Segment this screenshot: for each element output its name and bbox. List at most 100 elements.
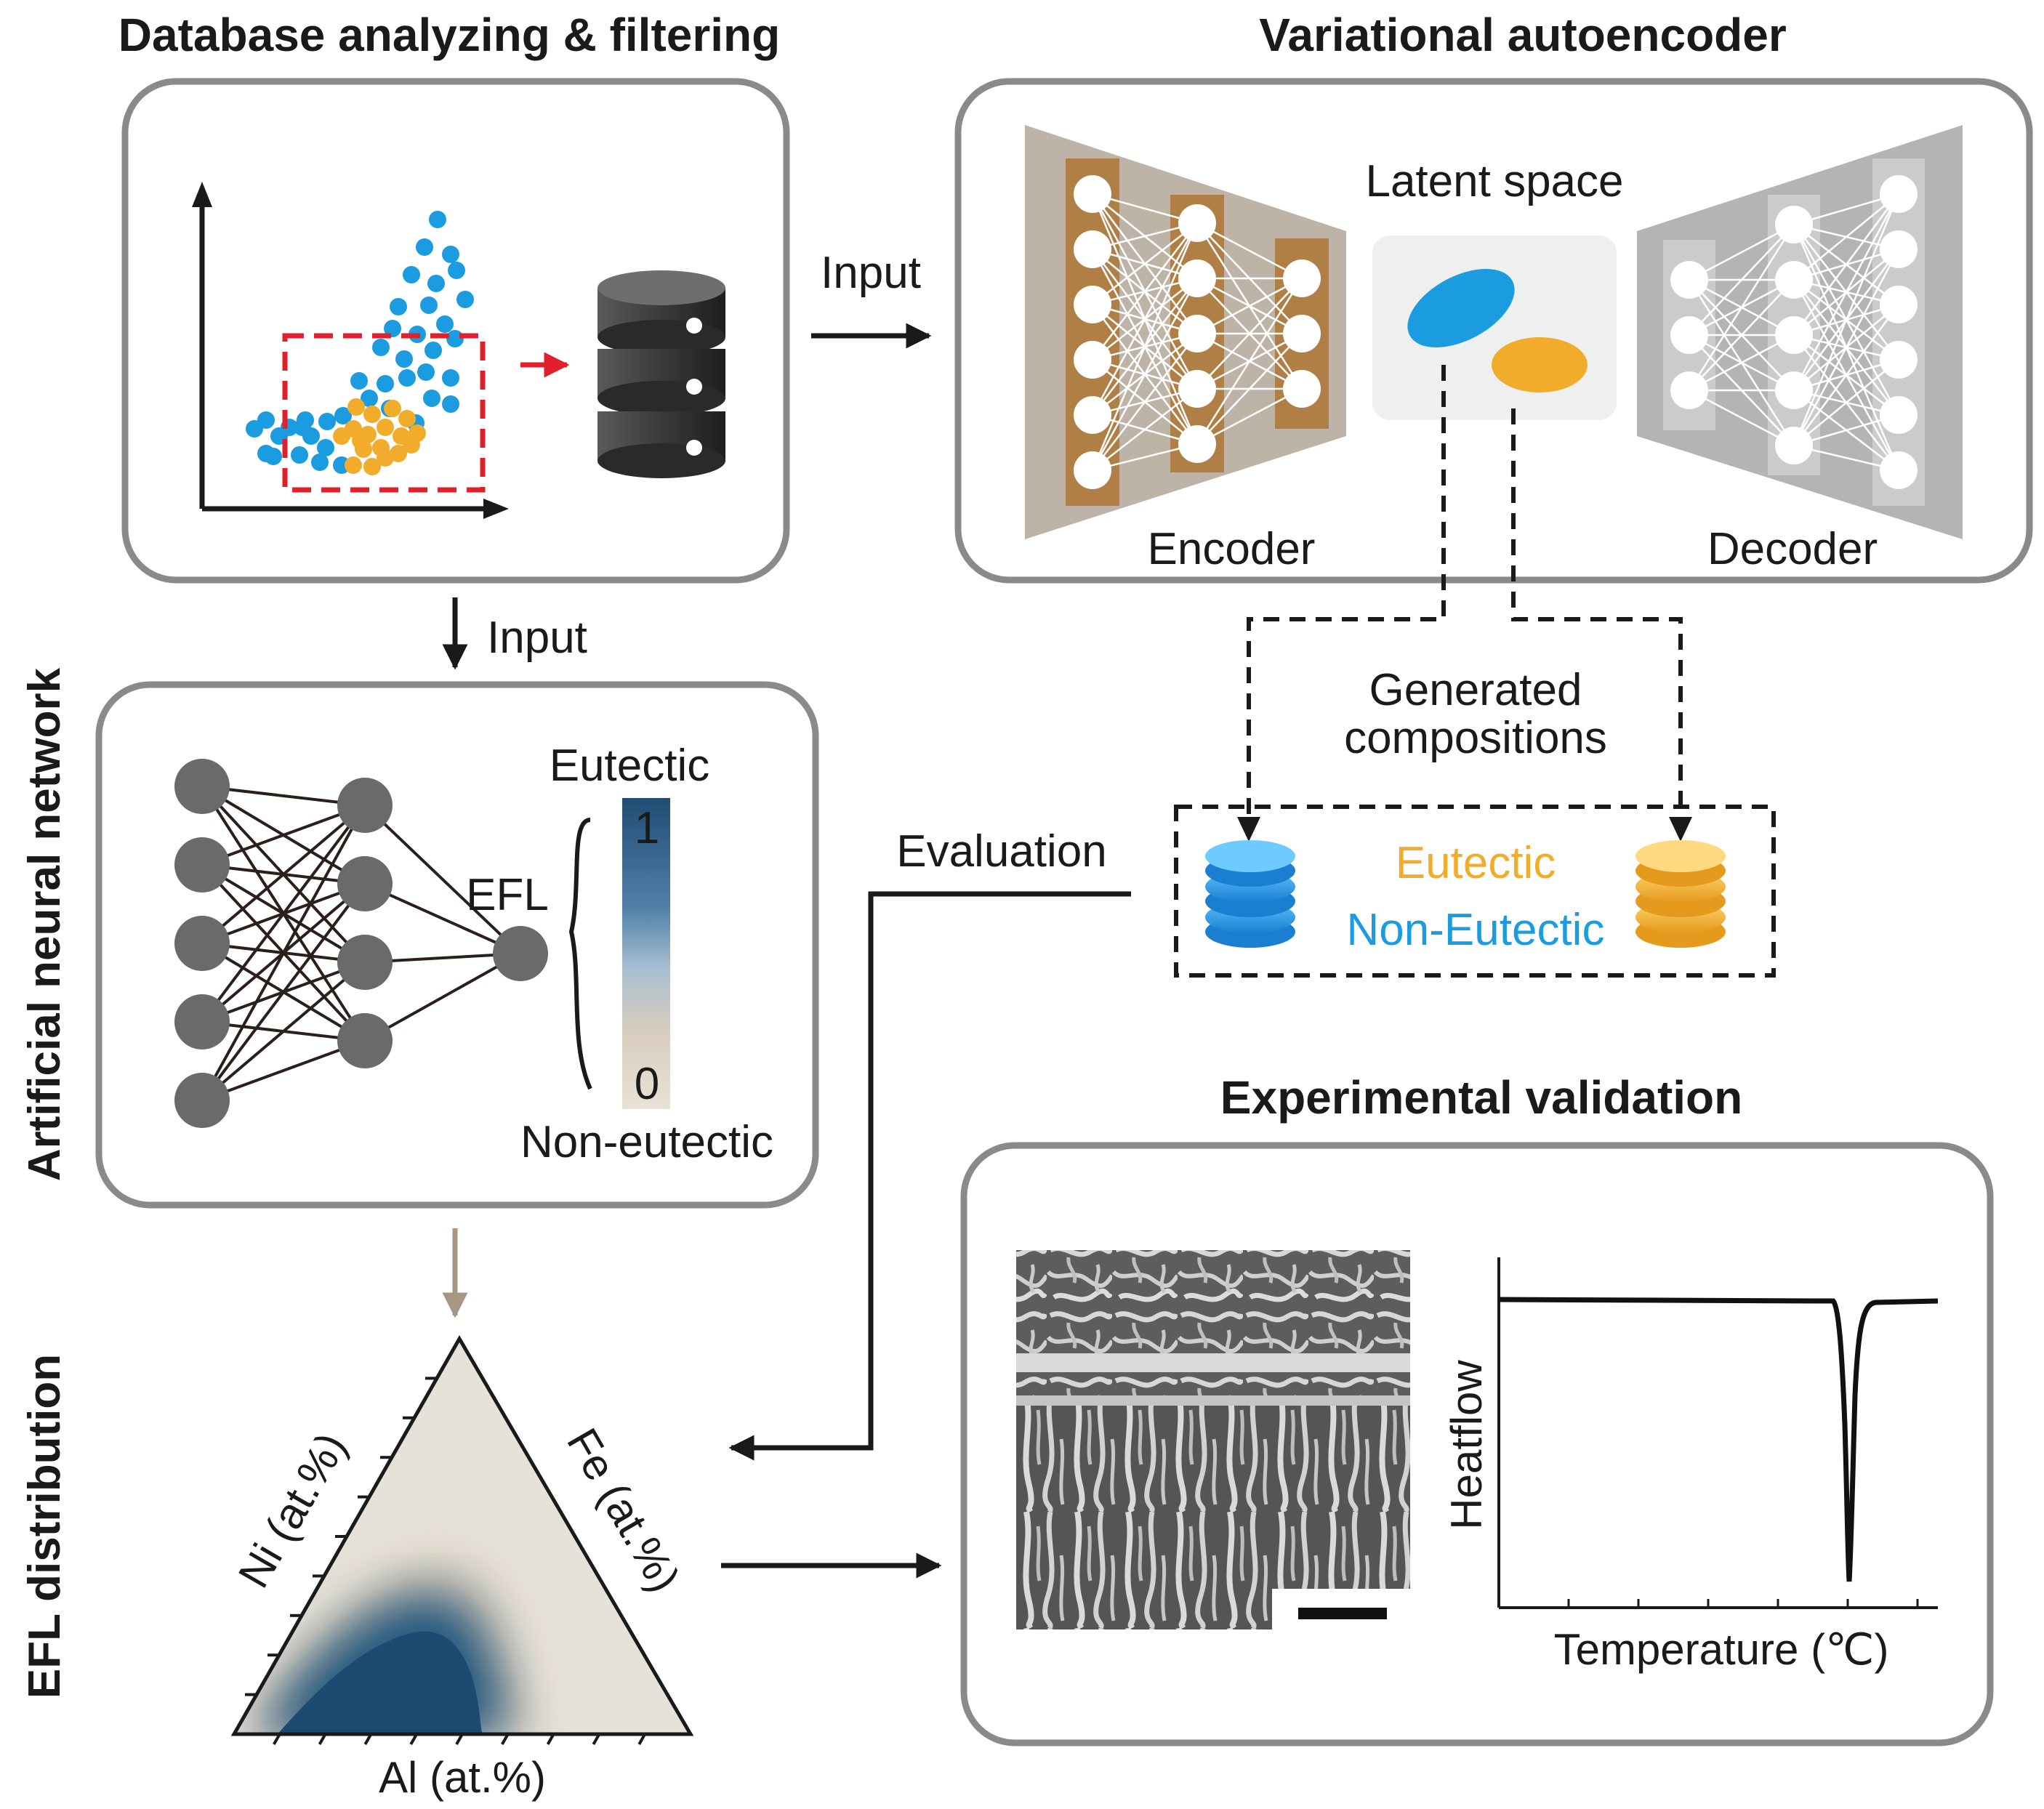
neuron bbox=[337, 935, 393, 990]
non-eutectic-point bbox=[442, 395, 459, 413]
non-eutectic-point bbox=[436, 315, 454, 333]
non-eutectic-point bbox=[294, 419, 311, 436]
non-eutectic-point bbox=[317, 439, 334, 456]
connection bbox=[201, 882, 366, 1102]
neuron bbox=[174, 759, 230, 814]
eutectic-point bbox=[347, 398, 365, 416]
connection bbox=[1792, 193, 1900, 446]
non-eutectic-point bbox=[416, 238, 433, 256]
non-eutectic-cluster bbox=[1407, 268, 1515, 348]
neuron bbox=[1283, 259, 1321, 297]
ternary-ticks bbox=[245, 1377, 675, 1745]
neuron bbox=[1880, 396, 1918, 434]
neuron bbox=[1074, 230, 1111, 268]
eutectic-point bbox=[363, 406, 381, 423]
decoder-network bbox=[1670, 175, 1918, 489]
input-label-ann: Input bbox=[487, 613, 587, 663]
tick bbox=[592, 1733, 601, 1745]
non-eutectic-point bbox=[442, 369, 459, 387]
neuron bbox=[1670, 371, 1708, 409]
neuron bbox=[1178, 370, 1216, 408]
efl-label: EFL bbox=[466, 870, 549, 920]
non-eutectic-point bbox=[384, 320, 401, 337]
tick bbox=[643, 1654, 652, 1667]
eutectic-point bbox=[377, 449, 394, 467]
connection bbox=[1688, 224, 1795, 391]
non-eutectic-point bbox=[398, 369, 416, 387]
generated-compositions-box: Eutectic Non-Eutectic bbox=[1174, 805, 1776, 978]
connection bbox=[1196, 277, 1303, 335]
generation-paths bbox=[1247, 365, 1683, 820]
neuron bbox=[493, 926, 548, 981]
eutectic-point bbox=[377, 419, 394, 436]
neuron bbox=[174, 916, 230, 971]
eutectic-point bbox=[352, 432, 369, 449]
connection bbox=[201, 1039, 366, 1102]
connection bbox=[1792, 193, 1900, 336]
connection bbox=[1689, 224, 1795, 336]
tick bbox=[409, 1733, 418, 1745]
dsc-ylabel: Heatflow bbox=[1442, 1360, 1491, 1530]
tick bbox=[363, 1733, 373, 1745]
tick bbox=[455, 1733, 464, 1745]
eutectic-cluster bbox=[1492, 337, 1588, 392]
efl-colorbar bbox=[622, 798, 670, 1109]
connection bbox=[1689, 279, 1795, 391]
neuron bbox=[337, 856, 393, 911]
connection bbox=[1092, 388, 1198, 471]
tick bbox=[504, 1417, 513, 1429]
neuron bbox=[337, 778, 393, 833]
neuron bbox=[1775, 427, 1813, 464]
connection bbox=[1091, 222, 1199, 471]
evaluation-arrow bbox=[728, 891, 1131, 1461]
neuron bbox=[1880, 175, 1918, 213]
non-eutectic-point bbox=[257, 445, 275, 462]
tick bbox=[574, 1536, 582, 1547]
non-eutectic-point bbox=[427, 275, 445, 292]
tick bbox=[527, 1457, 536, 1469]
connection bbox=[1689, 334, 1795, 392]
ann-side-title: Artificial neural network bbox=[20, 667, 70, 1181]
filter-box bbox=[282, 333, 486, 493]
connection bbox=[364, 882, 521, 955]
neuron bbox=[174, 994, 230, 1049]
non-eutectic-point bbox=[423, 390, 440, 407]
dsc-plot: Heatflow Temperature (℃) bbox=[1442, 1257, 1939, 1674]
neuron bbox=[174, 837, 230, 893]
ternary-efl-map: Ni (at.%) Fe (at.%) Al (at.%) bbox=[229, 1334, 694, 1802]
non-eutectic-point bbox=[446, 330, 464, 347]
eutectic-points bbox=[333, 398, 426, 475]
eutectic-db-icon bbox=[1635, 840, 1726, 948]
generated-label-line2: compositions bbox=[1344, 713, 1607, 763]
non-eutectic-point bbox=[395, 350, 413, 368]
experimental-title: Experimental validation bbox=[1220, 1071, 1742, 1124]
non-eutectic-point bbox=[456, 291, 474, 308]
ternary-bottom-axis-label: Al (at.%) bbox=[379, 1753, 546, 1802]
neuron bbox=[1074, 341, 1111, 379]
tick bbox=[619, 1614, 629, 1627]
connection bbox=[1091, 278, 1199, 471]
neuron bbox=[1775, 206, 1813, 243]
neuron bbox=[1074, 175, 1111, 213]
non-eutectic-point bbox=[442, 246, 459, 263]
neuron bbox=[1775, 316, 1813, 354]
connection bbox=[201, 805, 366, 1101]
eutectic-point bbox=[403, 436, 420, 454]
non-eutectic-label: Non-Eutectic bbox=[1347, 905, 1605, 955]
neuron bbox=[1880, 341, 1918, 379]
eutectic-point bbox=[345, 456, 362, 474]
efl-distribution-side-title: EFL distribution bbox=[20, 1354, 70, 1699]
encoder-label: Encoder bbox=[1148, 524, 1316, 574]
database-title: Database analyzing & filtering bbox=[118, 9, 780, 61]
tick bbox=[546, 1733, 555, 1745]
connection bbox=[1196, 333, 1303, 445]
encoder-network bbox=[1074, 175, 1321, 489]
connection bbox=[1196, 222, 1303, 280]
connection bbox=[1689, 223, 1795, 281]
tick bbox=[318, 1733, 327, 1745]
tick bbox=[666, 1693, 675, 1706]
evaluation-label: Evaluation bbox=[896, 826, 1107, 877]
neuron bbox=[174, 1073, 230, 1128]
high-efl-region bbox=[240, 1563, 538, 1734]
